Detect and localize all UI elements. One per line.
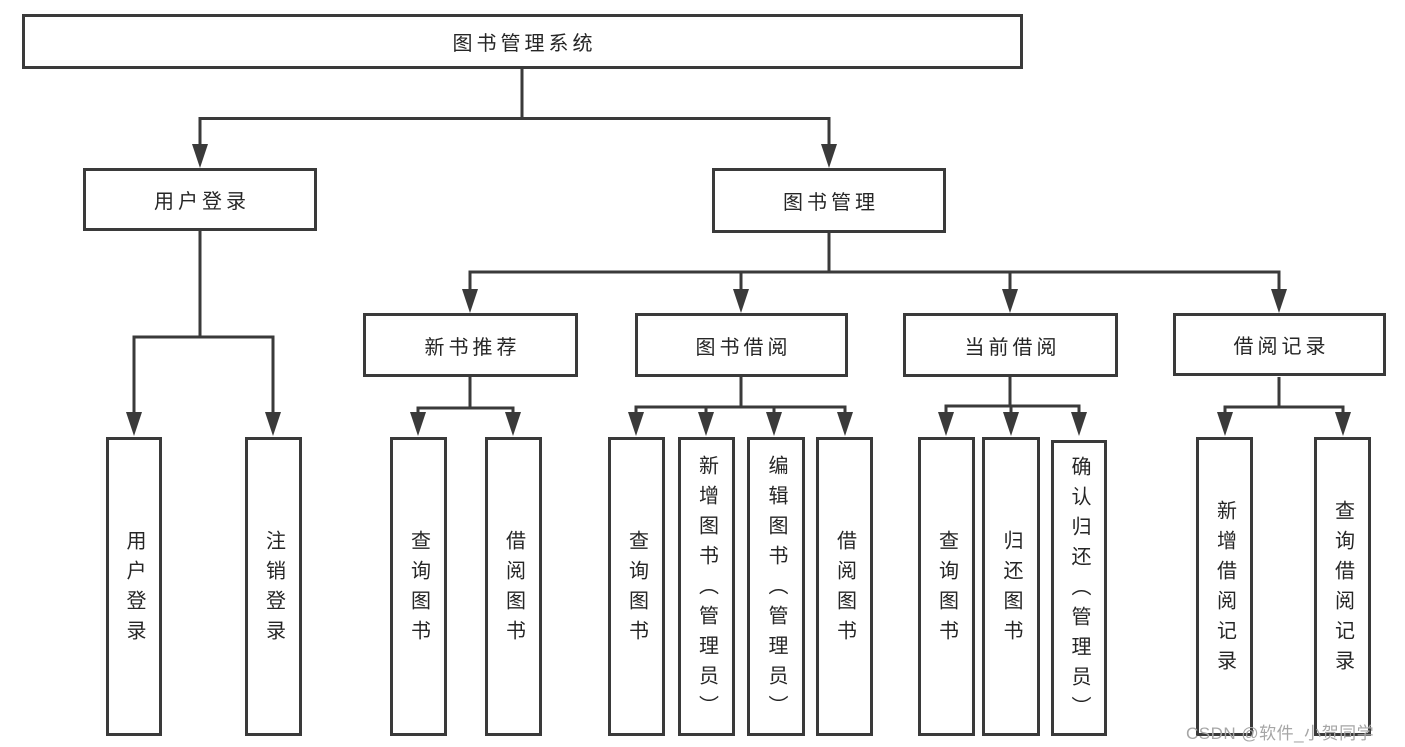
node-label: 当前借阅: [964, 336, 1061, 359]
node-new-book-recommend: 新书推荐: [363, 313, 578, 377]
leaf-user-login: 用户登录: [106, 437, 162, 736]
csdn-watermark: CSDN @软件_小贺同学: [1186, 724, 1375, 743]
leaf-label: 新增图书（管理员）: [695, 454, 718, 725]
leaf-confirm-return-admin: 确认归还（管理员）: [1051, 440, 1107, 736]
leaf-label: 查询图书: [407, 529, 430, 650]
node-borrow-records: 借阅记录: [1173, 313, 1386, 376]
leaf-label: 注销登录: [262, 529, 285, 650]
node-label: 借阅记录: [1233, 336, 1330, 358]
leaf-return-books: 归还图书: [982, 437, 1040, 736]
node-label: 用户登录: [154, 191, 250, 213]
leaf-add-borrow-record: 新增借阅记录: [1196, 437, 1253, 736]
leaf-label: 新增借阅记录: [1213, 499, 1236, 680]
leaf-label: 编辑图书（管理员）: [765, 454, 787, 725]
leaf-label: 借阅图书: [833, 529, 856, 650]
leaf-label: 查询图书: [935, 529, 958, 650]
leaf-borrow-books-recommend: 借阅图书: [485, 437, 542, 736]
leaf-query-books-borrow: 查询图书: [608, 437, 665, 736]
leaf-label: 查询图书: [625, 529, 648, 650]
leaf-label: 确认归还（管理员）: [1068, 456, 1090, 726]
node-book-management: 图书管理: [712, 168, 946, 233]
node-user-login: 用户登录: [83, 168, 317, 231]
leaf-query-borrow-record: 查询借阅记录: [1314, 437, 1371, 736]
leaf-query-books-current: 查询图书: [918, 437, 975, 736]
node-library-management-system: 图书管理系统: [22, 14, 1023, 69]
leaf-add-books-admin: 新增图书（管理员）: [678, 437, 735, 736]
leaf-query-books-recommend: 查询图书: [390, 437, 447, 736]
leaf-label: 归还图书: [1000, 529, 1022, 650]
leaf-edit-books-admin: 编辑图书（管理员）: [747, 437, 805, 736]
node-label: 图书管理系统: [452, 33, 597, 55]
node-book-borrow: 图书借阅: [635, 313, 848, 377]
node-label: 图书借阅: [695, 336, 792, 359]
node-label: 新书推荐: [424, 336, 521, 359]
node-current-borrow: 当前借阅: [903, 313, 1118, 377]
leaf-borrow-books: 借阅图书: [816, 437, 873, 736]
leaf-label: 借阅图书: [502, 529, 525, 650]
leaf-logout: 注销登录: [245, 437, 302, 736]
leaf-label: 查询借阅记录: [1331, 499, 1354, 680]
leaf-label: 用户登录: [123, 529, 145, 650]
node-label: 图书管理: [783, 192, 879, 214]
